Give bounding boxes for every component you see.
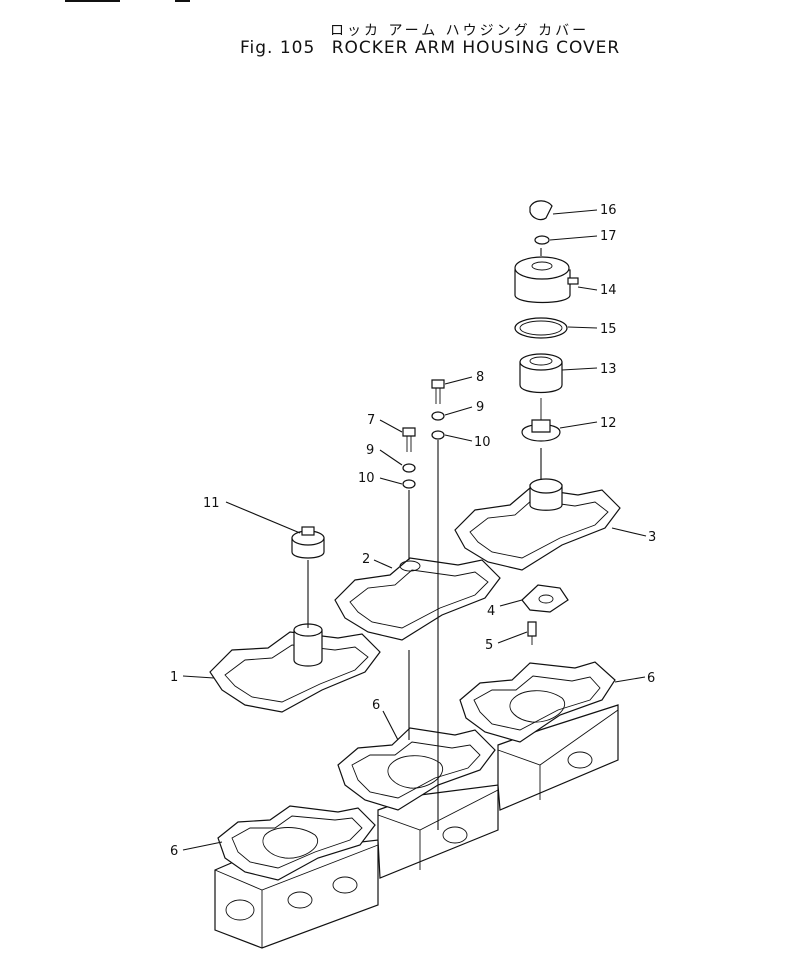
breather-cap-16 xyxy=(529,200,553,221)
callout-1: 1 xyxy=(170,670,178,685)
housing-block-rear xyxy=(497,704,619,811)
washer-9-lower xyxy=(402,463,416,473)
deflector-4 xyxy=(521,584,569,613)
callout-labels: 1 2 3 4 5 6 6 6 7 8 9 9 10 10 11 12 13 1… xyxy=(170,203,656,859)
bolt-5 xyxy=(527,621,537,645)
callout-8: 8 xyxy=(476,370,484,385)
callout-16: 16 xyxy=(600,203,617,218)
gasket-front xyxy=(217,805,376,881)
callout-12: 12 xyxy=(600,416,617,431)
element-13 xyxy=(519,353,563,394)
cover-1 xyxy=(209,623,381,713)
callout-3: 3 xyxy=(648,530,656,545)
washer-9-upper xyxy=(431,411,445,421)
gasket-middle xyxy=(337,727,496,811)
cover-2 xyxy=(334,557,501,641)
callout-10-upper: 10 xyxy=(474,435,491,450)
callout-7: 7 xyxy=(367,413,375,428)
valve-12 xyxy=(521,398,561,442)
scan-mark-right xyxy=(175,0,190,2)
callout-17: 17 xyxy=(600,229,617,244)
callout-6-middle: 6 xyxy=(372,698,380,713)
cover-3 xyxy=(454,478,621,571)
breather-body-14 xyxy=(514,256,579,304)
callout-9-lower: 9 xyxy=(366,443,374,458)
callout-10-lower: 10 xyxy=(358,471,375,486)
callout-6-rear: 6 xyxy=(647,671,655,686)
callout-14: 14 xyxy=(600,283,617,298)
callout-15: 15 xyxy=(600,322,617,337)
leader-lines xyxy=(182,209,647,851)
callout-11: 11 xyxy=(203,496,220,511)
washer-10-lower xyxy=(402,479,416,489)
callout-13: 13 xyxy=(600,362,617,377)
assembly-lines xyxy=(307,248,542,830)
figure-title-text: ROCKER ARM HOUSING COVER xyxy=(331,38,621,58)
figure-title: Fig. 105 ROCKER ARM HOUSING COVER xyxy=(240,38,620,58)
gasket-rear xyxy=(459,661,616,743)
callout-2: 2 xyxy=(362,552,370,567)
bolt-8 xyxy=(431,379,445,404)
callout-5: 5 xyxy=(485,638,493,653)
filler-cap-11 xyxy=(291,526,325,559)
callout-4: 4 xyxy=(487,604,495,619)
title-japanese: ロッカ アーム ハウジング カバー xyxy=(330,23,590,39)
scan-mark-left xyxy=(65,0,120,2)
washer-17 xyxy=(534,235,550,245)
bolt-7 xyxy=(402,427,416,452)
callout-9-upper: 9 xyxy=(476,400,484,415)
o-ring-15 xyxy=(514,317,568,339)
callout-6-front: 6 xyxy=(170,844,178,859)
washer-10-upper xyxy=(431,430,445,440)
figure-number: Fig. 105 xyxy=(240,38,316,58)
